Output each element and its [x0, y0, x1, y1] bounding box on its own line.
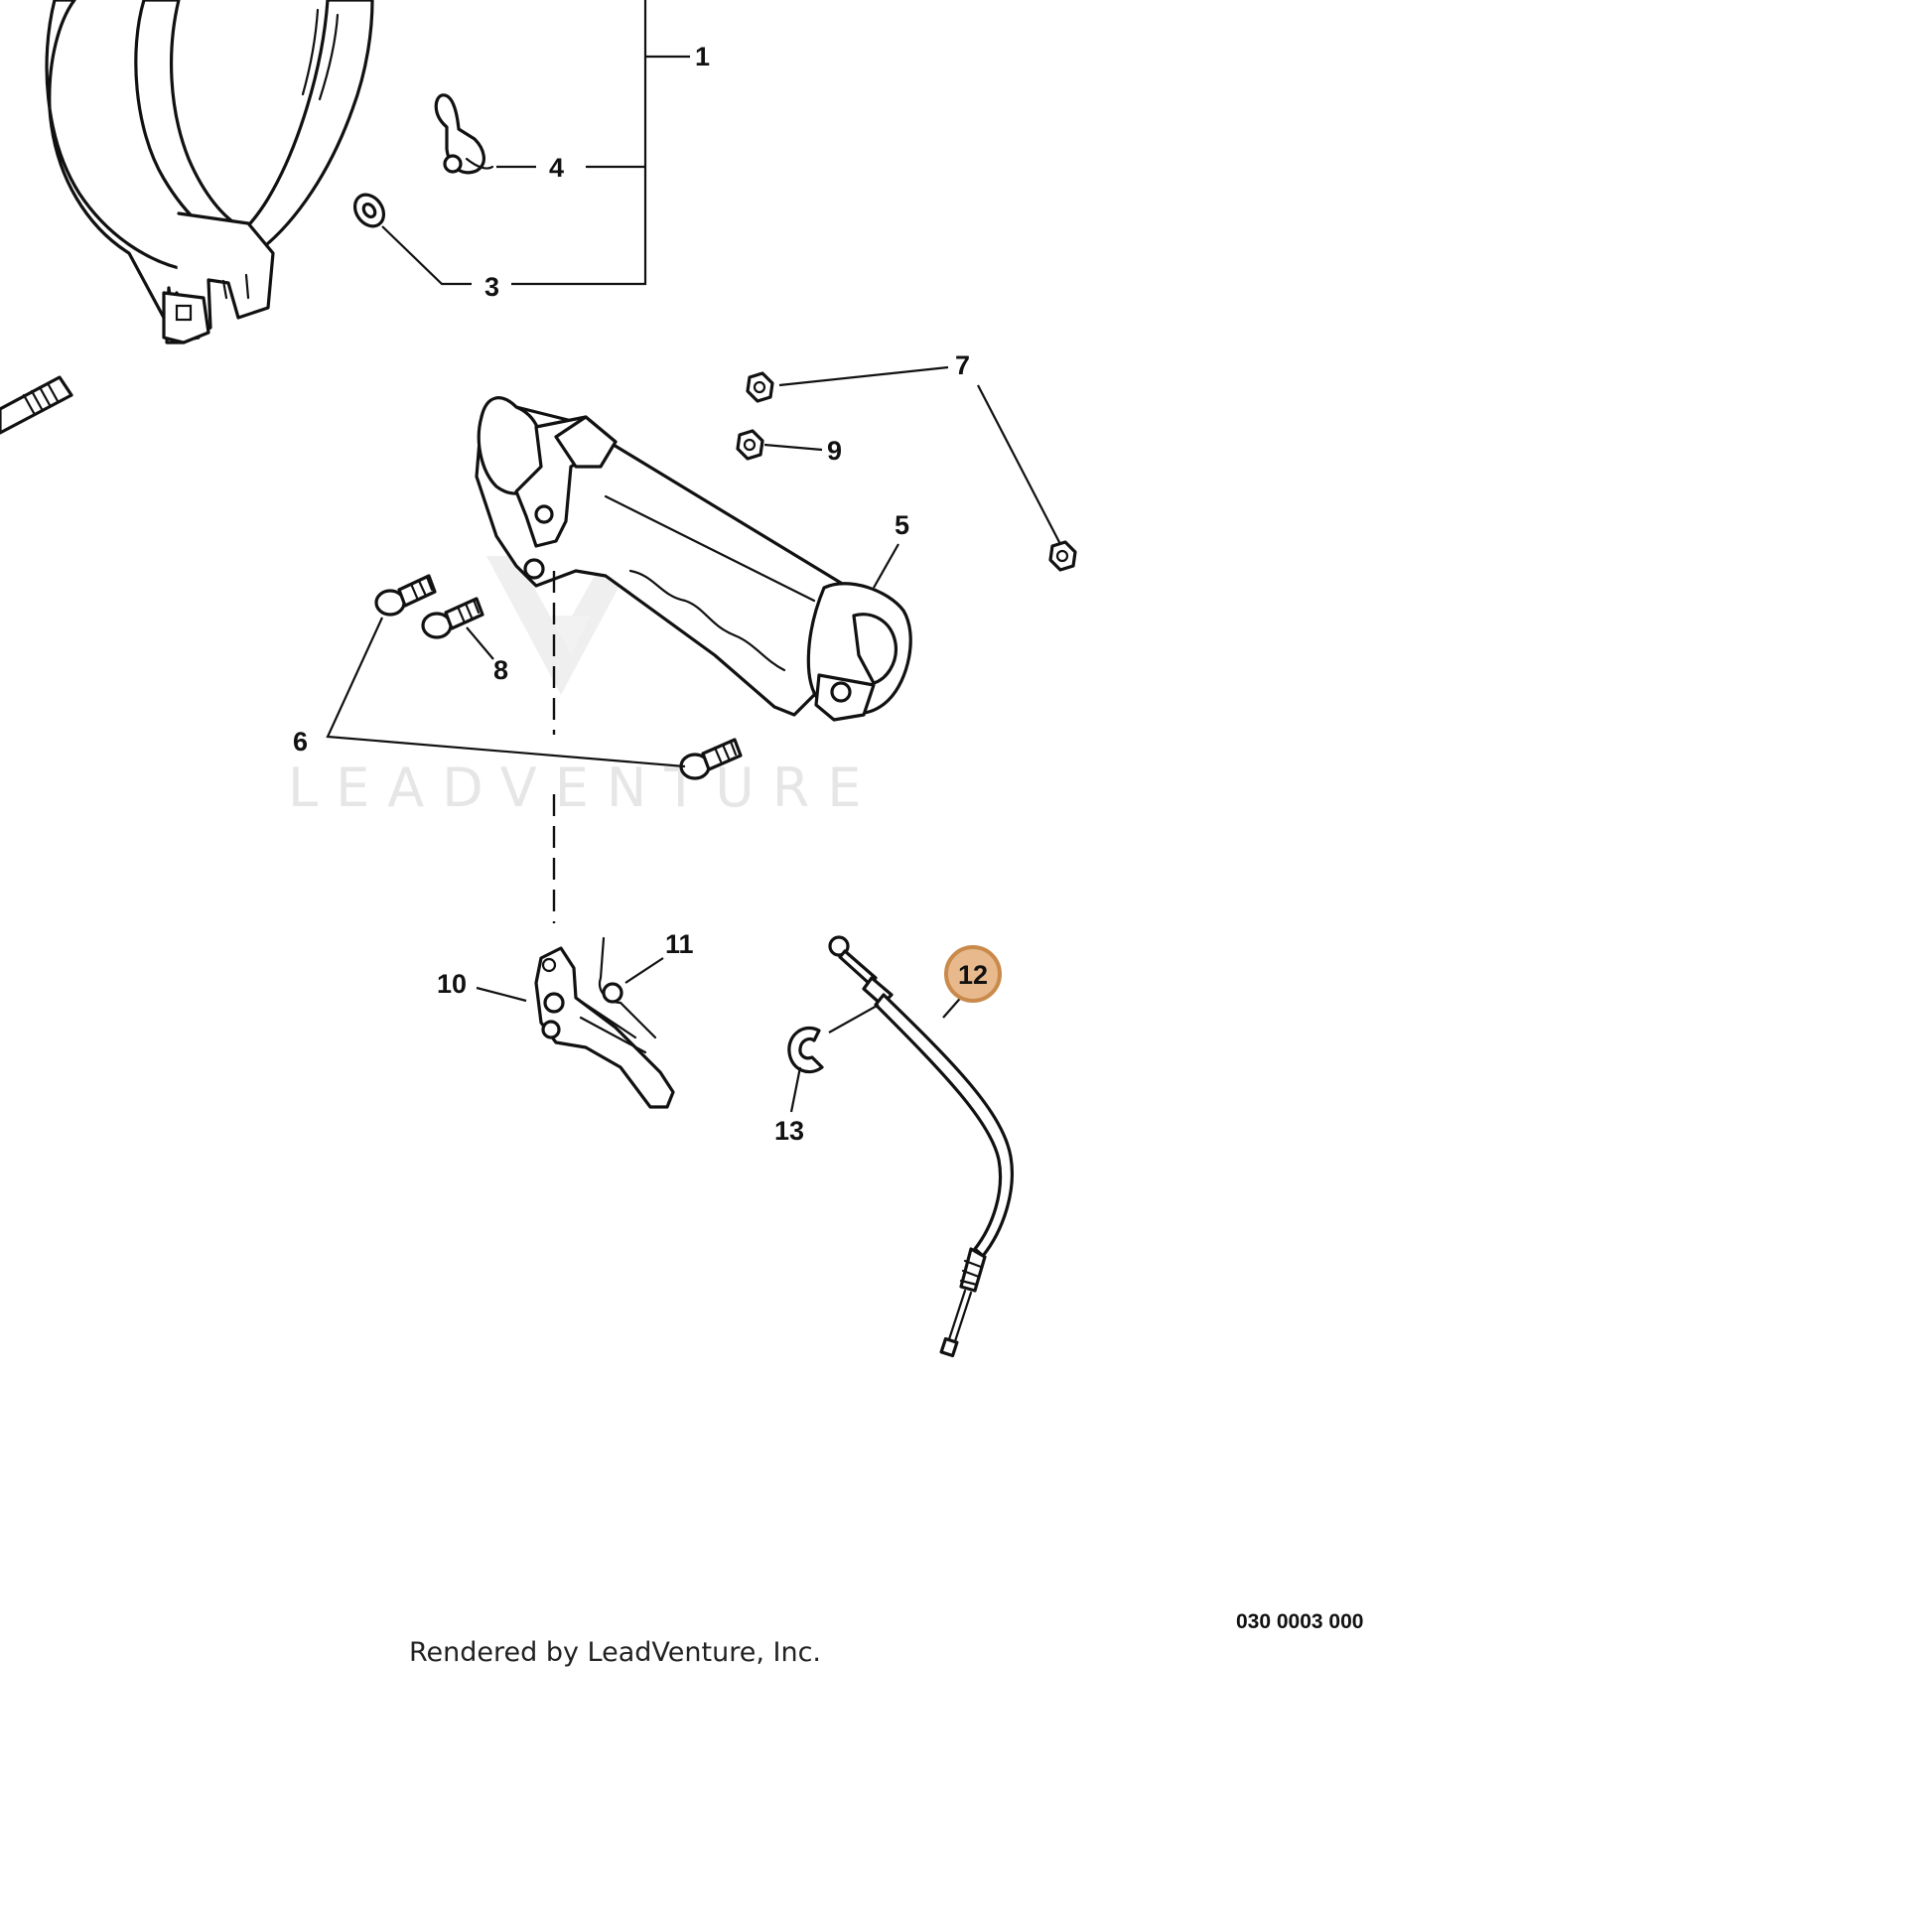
credit-text: Rendered by LeadVenture, Inc.	[409, 1637, 821, 1668]
part-7-nut-right[interactable]	[1048, 540, 1077, 572]
callout-6[interactable]: 6	[293, 727, 308, 757]
callout-9-leader	[763, 443, 823, 452]
part-1-loop-handle[interactable]	[45, 0, 374, 345]
part-8-screw[interactable]	[421, 597, 484, 639]
callout-8-leader	[466, 626, 494, 660]
callout-5[interactable]: 5	[895, 510, 909, 540]
callout-3[interactable]: 3	[484, 272, 499, 302]
part-11-spring[interactable]	[598, 936, 657, 1039]
callout-4[interactable]: 4	[549, 153, 564, 183]
watermark-logo-inner	[551, 616, 591, 655]
callout-7-leader	[778, 365, 949, 387]
part-12-throttle-cable[interactable]	[828, 935, 1014, 1358]
callout-7[interactable]: 7	[955, 350, 970, 380]
diagram-code: 030 0003 000	[1236, 1610, 1363, 1633]
callout-13-leader-2	[789, 1066, 802, 1113]
part-3-washer[interactable]	[349, 190, 390, 232]
callout-7-leader-2	[977, 384, 1061, 545]
part-7-nut-top[interactable]	[746, 371, 774, 403]
part-6-screw-upper[interactable]	[374, 574, 437, 617]
callout-10[interactable]: 10	[437, 969, 467, 999]
callout-9[interactable]: 9	[827, 436, 842, 466]
watermark: LEADVENTURE	[288, 556, 879, 819]
part-9-nut[interactable]	[736, 429, 764, 461]
callout-1-bracket	[381, 0, 690, 286]
callout-1[interactable]: 1	[695, 42, 710, 71]
callout-5-leader	[873, 543, 899, 589]
part-10-throttle-trigger[interactable]	[534, 946, 675, 1109]
part-4-wing-nut[interactable]	[434, 93, 494, 175]
part-6-screw-lower[interactable]	[679, 738, 743, 780]
loop-handle-bolt-icon	[175, 304, 193, 322]
callout-6-leader	[326, 617, 686, 768]
part-5-grip-handle[interactable]	[475, 396, 912, 722]
highlight-circle	[944, 945, 1002, 1003]
part-13-e-clip[interactable]	[787, 1026, 824, 1074]
watermark-logo-icon	[486, 556, 635, 695]
callout-11-leader	[624, 957, 664, 984]
callout-13-leader	[828, 1004, 880, 1034]
watermark-text: LEADVENTURE	[288, 757, 879, 819]
callout-13[interactable]: 13	[774, 1116, 804, 1146]
callout-11[interactable]: 11	[665, 929, 694, 959]
callout-12[interactable]: 12	[958, 960, 988, 990]
callout-12-highlighted[interactable]: 12	[944, 945, 1002, 1003]
stud-rod[interactable]	[0, 375, 73, 435]
callout-10-leader	[476, 986, 527, 1003]
callout-8[interactable]: 8	[493, 655, 508, 685]
